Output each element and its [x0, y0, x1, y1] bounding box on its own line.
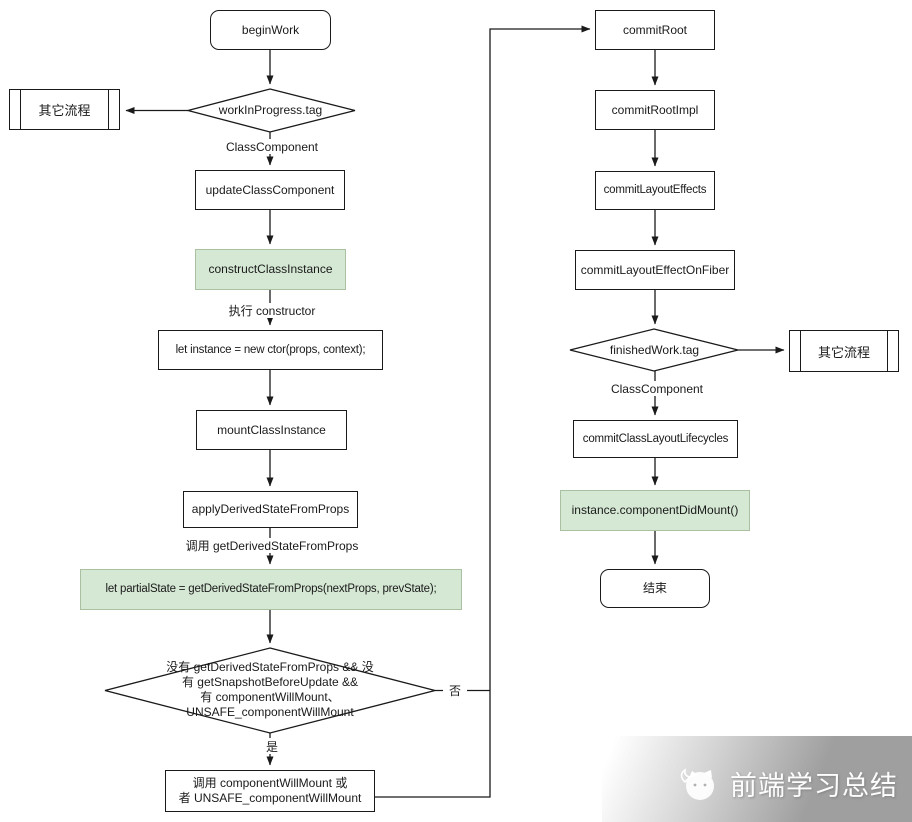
decision-finished-work-tag	[569, 328, 739, 372]
node-let-instance-label: let instance = new ctor(props, context);	[175, 343, 366, 356]
node-commit-layout-effect-on-fiber-label: commitLayoutEffectOnFiber	[580, 262, 730, 277]
node-other-flow-right-label: 其它流程	[817, 344, 870, 360]
node-let-partial-state: let partialState = getDerivedStateFromPr…	[80, 569, 462, 610]
decision-no-derived-condition-label: 没有 getDerivedStateFromProps && 没 有 getSn…	[166, 660, 374, 719]
node-let-partial-state-label: let partialState = getDerivedStateFromPr…	[105, 583, 437, 595]
node-begin-work: beginWork	[210, 10, 331, 50]
node-apply-derived-state-from-props: applyDerivedStateFromProps	[183, 491, 358, 528]
node-begin-work-label: beginWork	[241, 22, 300, 37]
node-mount-class-instance-label: mountClassInstance	[217, 422, 326, 437]
decision-work-in-progress-tag-label: workInProgress.tag	[218, 103, 323, 117]
node-mount-class-instance: mountClassInstance	[196, 410, 347, 450]
predef-bar-icon	[800, 331, 801, 371]
node-commit-layout-effect-on-fiber: commitLayoutEffectOnFiber	[575, 250, 735, 290]
predef-bar-icon	[20, 90, 21, 129]
node-call-component-will-mount-label: 调用 componentWillMount 或 者 UNSAFE_compone…	[178, 776, 362, 805]
edge-label-class-component-left: ClassComponent	[222, 139, 322, 154]
node-construct-class-instance-label: constructClassInstance	[208, 262, 333, 276]
node-other-flow-left-label: 其它流程	[38, 103, 91, 118]
node-update-class-component: updateClassComponent	[195, 170, 345, 210]
edge-label-yes: 是	[260, 738, 284, 754]
decision-work-in-progress-tag	[185, 88, 356, 133]
node-update-class-component-label: updateClassComponent	[205, 182, 335, 197]
node-commit-layout-effects-label: commitLayoutEffects	[603, 184, 707, 196]
node-commit-layout-effects: commitLayoutEffects	[595, 171, 715, 210]
edge-label-exec-constructor: 执行 constructor	[218, 303, 326, 318]
node-construct-class-instance: constructClassInstance	[195, 249, 346, 290]
node-end: 结束	[600, 569, 710, 608]
node-commit-class-layout-lifecycles-label: commitClassLayoutLifecycles	[582, 432, 729, 445]
watermark-text: 前端学习总结	[730, 770, 898, 801]
edge-label-class-component-right: ClassComponent	[607, 381, 707, 396]
node-commit-root-impl: commitRootImpl	[595, 90, 715, 130]
watermark: 前端学习总结	[602, 736, 912, 822]
node-call-component-will-mount: 调用 componentWillMount 或 者 UNSAFE_compone…	[165, 770, 375, 812]
decision-finished-work-tag-label: finishedWork.tag	[609, 343, 700, 357]
watermark-content: 前端学习总结	[672, 758, 898, 808]
node-apply-derived-state-from-props-label: applyDerivedStateFromProps	[191, 502, 350, 516]
node-other-flow-left: 其它流程	[9, 89, 120, 130]
cat-logo-icon	[680, 768, 714, 800]
node-commit-class-layout-lifecycles: commitClassLayoutLifecycles	[573, 420, 738, 458]
node-other-flow-right: 其它流程	[789, 330, 899, 372]
node-commit-root-impl-label: commitRootImpl	[611, 102, 699, 117]
edge-label-no: 否	[443, 682, 467, 698]
node-instance-component-did-mount: instance.componentDidMount()	[560, 490, 750, 531]
node-commit-root-label: commitRoot	[622, 22, 687, 37]
edge-label-call-get-derived: 调用 getDerivedStateFromProps	[176, 538, 368, 553]
decision-no-derived-condition	[104, 647, 436, 734]
node-end-label: 结束	[642, 581, 667, 595]
predef-bar-icon	[108, 90, 109, 129]
node-commit-root: commitRoot	[595, 10, 715, 50]
predef-bar-icon	[887, 331, 888, 371]
node-instance-component-did-mount-label: instance.componentDidMount()	[571, 503, 739, 517]
node-let-instance: let instance = new ctor(props, context);	[158, 330, 383, 370]
